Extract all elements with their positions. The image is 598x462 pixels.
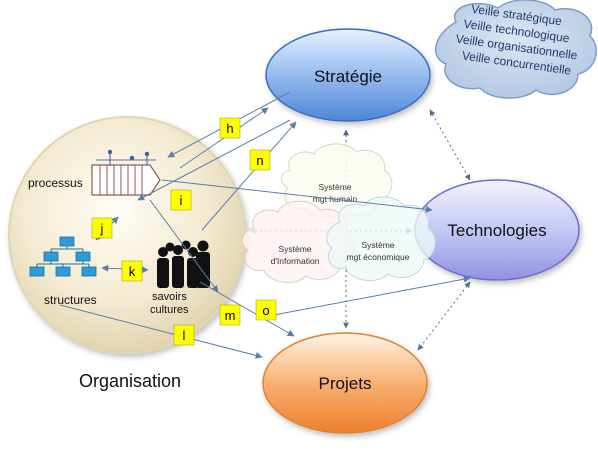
label-l-text: l xyxy=(183,328,186,343)
label-j-text: j xyxy=(100,221,104,236)
cultures-label: cultures xyxy=(150,304,189,316)
systeme-information-line1: Système xyxy=(278,244,311,254)
label-i-text: i xyxy=(180,193,183,208)
savoirs-label: savoirs xyxy=(152,291,187,303)
label-k: k xyxy=(121,260,143,282)
projets-label: Projets xyxy=(319,374,372,393)
label-k-text: k xyxy=(129,264,136,279)
structures-label: structures xyxy=(44,293,97,307)
veille-cloud xyxy=(434,0,597,99)
label-l: l xyxy=(173,324,195,346)
strategie-ellipse xyxy=(265,28,431,122)
processus-label: processus xyxy=(28,176,83,190)
label-h-text: h xyxy=(226,121,233,136)
organisation-circle xyxy=(8,116,246,354)
processus-icon xyxy=(91,149,161,196)
label-j: j xyxy=(91,217,113,239)
structures-icon xyxy=(29,236,97,277)
projets-ellipse xyxy=(262,332,428,434)
people-icon xyxy=(157,240,210,288)
label-h: h xyxy=(219,117,241,139)
systeme-economique-line2: mgt économique xyxy=(347,252,410,262)
technologies-label: Technologies xyxy=(447,221,546,240)
systeme-humain-line1: Système xyxy=(318,182,351,192)
cloud-systeme-economique xyxy=(326,196,436,282)
label-m-text: m xyxy=(225,308,236,323)
label-n-text: n xyxy=(256,153,263,168)
label-o-text: o xyxy=(262,303,269,318)
strategie-label: Stratégie xyxy=(314,67,382,86)
systeme-information-line2: d'Information xyxy=(271,256,320,266)
label-m: m xyxy=(219,304,241,326)
solid-arrows xyxy=(59,91,471,359)
label-i: i xyxy=(170,189,192,211)
label-o: o xyxy=(255,299,277,321)
label-n: n xyxy=(249,149,271,171)
organisation-label: Organisation xyxy=(79,371,181,391)
systeme-economique-line1: Système xyxy=(361,240,394,250)
